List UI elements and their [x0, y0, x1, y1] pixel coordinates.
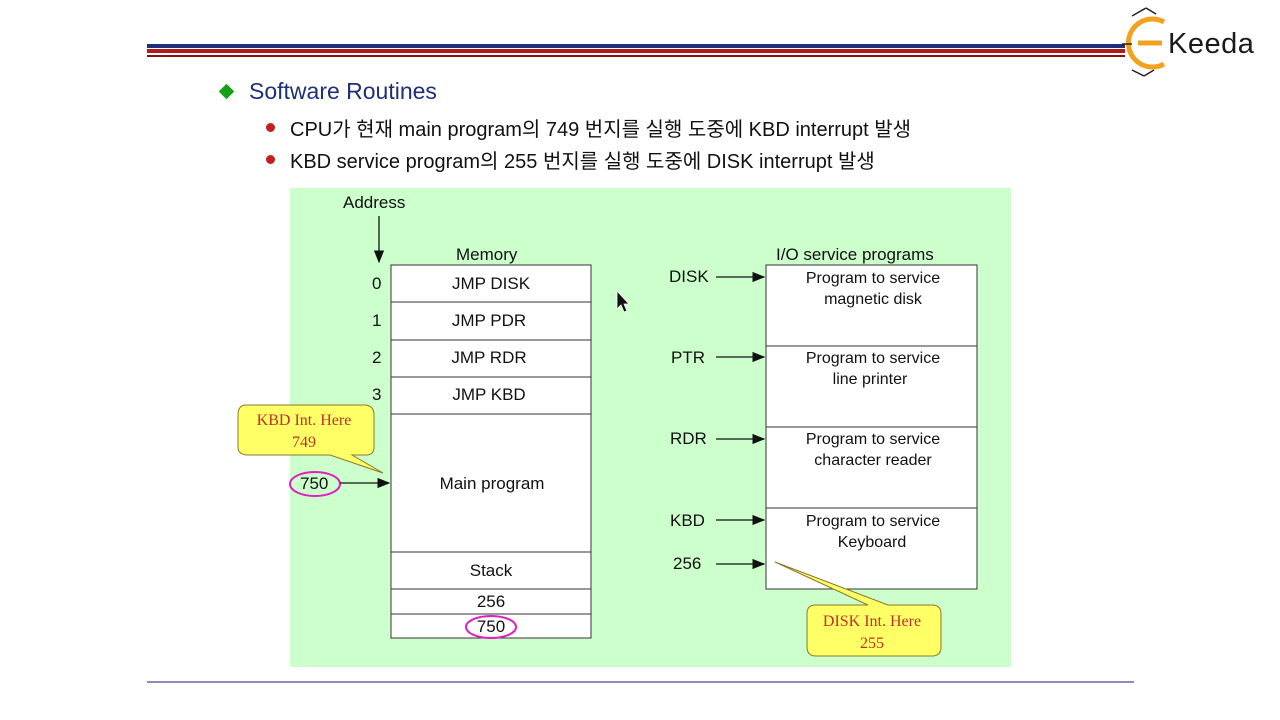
- kbd-callout-line1: KBD Int. Here: [257, 412, 352, 429]
- io-program-text: Keyboard: [838, 534, 907, 551]
- ekeeda-logo: [1122, 7, 1166, 77]
- stack-value: 750: [477, 617, 505, 636]
- kbd-callout-line2: 749: [292, 434, 316, 451]
- bullet-text: CPU가 현재 main program의 749 번지를 실행 도중에 KBD…: [290, 119, 912, 141]
- io-entry-label: DISK: [669, 267, 709, 286]
- kbd-interrupt-callout: KBD Int. Here 749: [237, 404, 384, 474]
- memory-cell: JMP DISK: [452, 274, 531, 293]
- stack-value: 256: [477, 592, 505, 611]
- memory-cell: JMP PDR: [452, 311, 526, 330]
- mouse-cursor-icon: [616, 289, 630, 313]
- io-label: I/O service programs: [776, 245, 934, 264]
- disk-interrupt-callout: DISK Int. Here 255: [774, 561, 942, 657]
- bullet-item: KBD service program의 255 번지를 실행 도중에 DISK…: [266, 145, 875, 174]
- disk-callout-line2: 255: [860, 635, 884, 652]
- io-program-text: line printer: [833, 371, 908, 388]
- disk-callout-line1: DISK Int. Here: [823, 613, 921, 630]
- io-program-text: magnetic disk: [824, 291, 923, 308]
- stack-highlight-circle: [465, 615, 517, 639]
- main-entry-label: 750: [300, 474, 328, 493]
- io-program-text: Program to service: [806, 350, 940, 367]
- memory-addr: 2: [372, 348, 381, 367]
- footer-rule: [147, 681, 1134, 683]
- memory-cell: JMP KBD: [452, 385, 525, 404]
- io-program-text: Program to service: [806, 513, 940, 530]
- header-rule-thin: [147, 55, 1125, 57]
- slide-heading: Software Routines: [218, 78, 437, 105]
- heading-text: Software Routines: [249, 78, 437, 104]
- io-entry-label: PTR: [671, 348, 705, 367]
- logo-text: Keeda: [1168, 28, 1255, 60]
- main-program-label: Main program: [440, 474, 545, 493]
- memory-outline: [390, 264, 592, 639]
- memory-addr: 3: [372, 385, 381, 404]
- io-entry-label: RDR: [670, 429, 707, 448]
- bullet-dot-icon: [266, 155, 275, 164]
- io-program-text: character reader: [814, 452, 932, 469]
- bullet-text: KBD service program의 255 번지를 실행 도중에 DISK…: [290, 151, 875, 173]
- header-rule-red: [147, 49, 1125, 53]
- io-program-text: Program to service: [806, 270, 940, 287]
- io-program-text: Program to service: [806, 431, 940, 448]
- io-table: [765, 264, 978, 590]
- memory-addr: 0: [372, 274, 381, 293]
- bullet-item: CPU가 현재 main program의 749 번지를 실행 도중에 KBD…: [266, 113, 911, 142]
- memory-table: [390, 264, 592, 639]
- kbd-inner-label: 256: [673, 554, 701, 573]
- memory-addr: 1: [372, 311, 381, 330]
- header-rule-navy: [147, 44, 1125, 48]
- io-entry-label: KBD: [670, 511, 705, 530]
- address-label: Address: [343, 193, 405, 212]
- memory-cell: JMP RDR: [451, 348, 526, 367]
- stack-label: Stack: [470, 561, 513, 580]
- bullet-dot-icon: [266, 123, 275, 132]
- entry-highlight-circle: [289, 471, 341, 497]
- memory-label: Memory: [456, 245, 518, 264]
